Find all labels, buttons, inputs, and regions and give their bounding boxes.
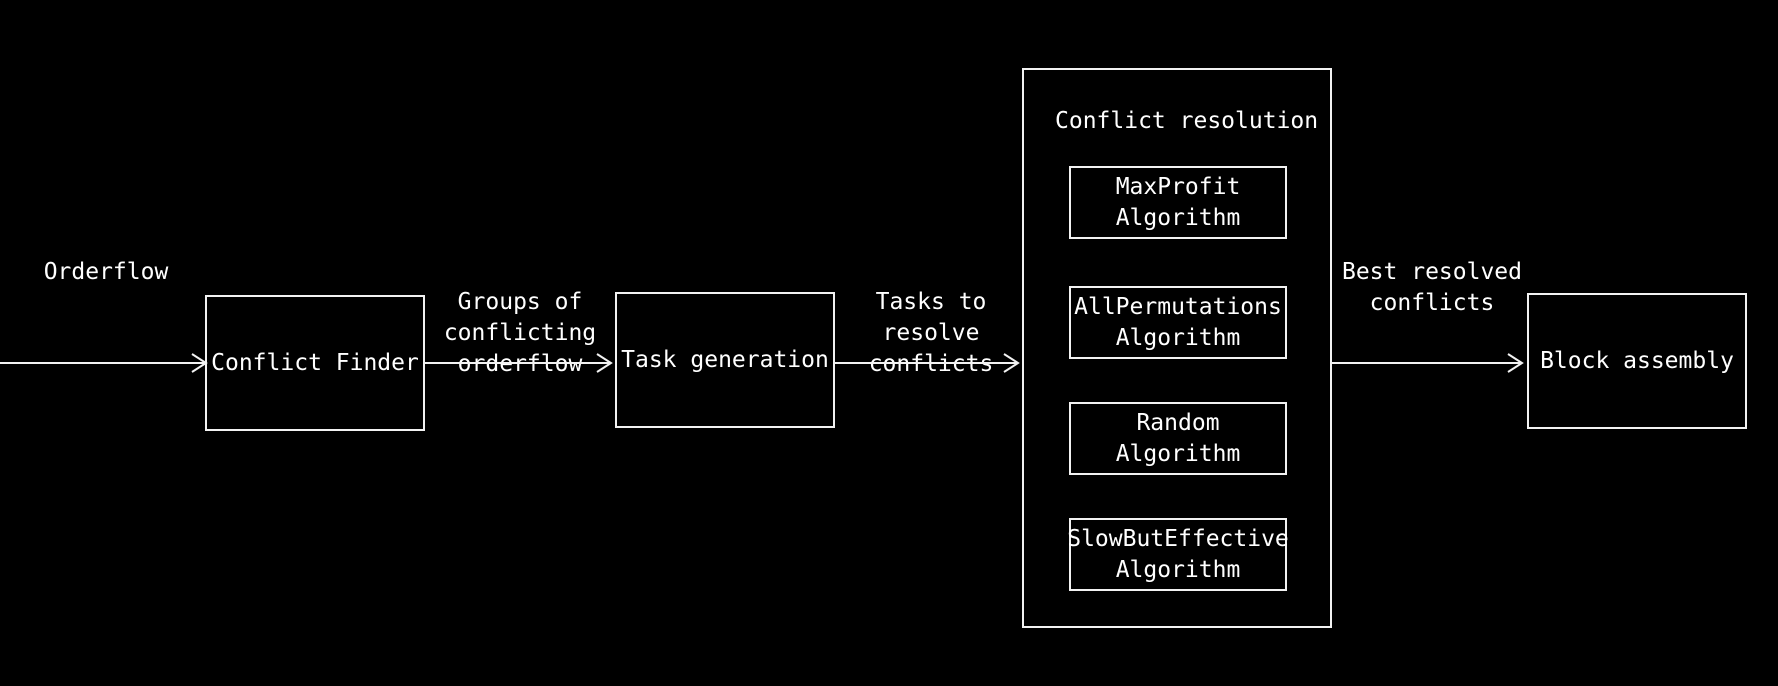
edge-label-best-resolved-conflicts: Best resolved conflicts [1341, 259, 1523, 316]
edge-label-orderflow: Orderflow [43, 259, 169, 285]
connector-orderflow [0, 351, 212, 375]
connector-tasks-to-resolve-conflicts [835, 351, 1025, 375]
panel-conflict-resolution [1022, 68, 1332, 628]
node-algorithm-random[interactable]: Random Algorithm [1069, 402, 1287, 475]
node-conflict-finder[interactable]: Conflict Finder [205, 295, 425, 431]
node-task-generation[interactable]: Task generation [615, 292, 835, 428]
arrow-right-icon [425, 353, 613, 373]
connector-best-resolved-conflicts [1332, 351, 1528, 375]
node-algorithm-allpermutations-label: AllPermutations Algorithm [1074, 293, 1282, 351]
node-task-generation-label: Task generation [621, 346, 829, 373]
panel-conflict-resolution-title: Conflict resolution [1055, 108, 1319, 134]
node-algorithm-random-label: Random Algorithm [1115, 409, 1241, 467]
node-conflict-finder-label: Conflict Finder [211, 349, 419, 376]
node-algorithm-slowbuteffective[interactable]: SlowButEffective Algorithm [1067, 518, 1289, 591]
node-algorithm-allpermutations[interactable]: AllPermutations Algorithm [1069, 286, 1287, 359]
node-algorithm-maxprofit-label: MaxProfit Algorithm [1115, 173, 1241, 231]
connector-groups-of-conflicting-orderflow [425, 351, 617, 375]
node-block-assembly-label: Block assembly [1540, 347, 1734, 374]
arrow-right-icon [835, 353, 1020, 373]
node-block-assembly[interactable]: Block assembly [1527, 293, 1747, 429]
node-algorithm-maxprofit[interactable]: MaxProfit Algorithm [1069, 166, 1287, 239]
node-algorithm-slowbuteffective-label: SlowButEffective Algorithm [1067, 525, 1289, 583]
arrow-right-icon [0, 353, 208, 373]
arrow-right-icon [1332, 353, 1524, 373]
